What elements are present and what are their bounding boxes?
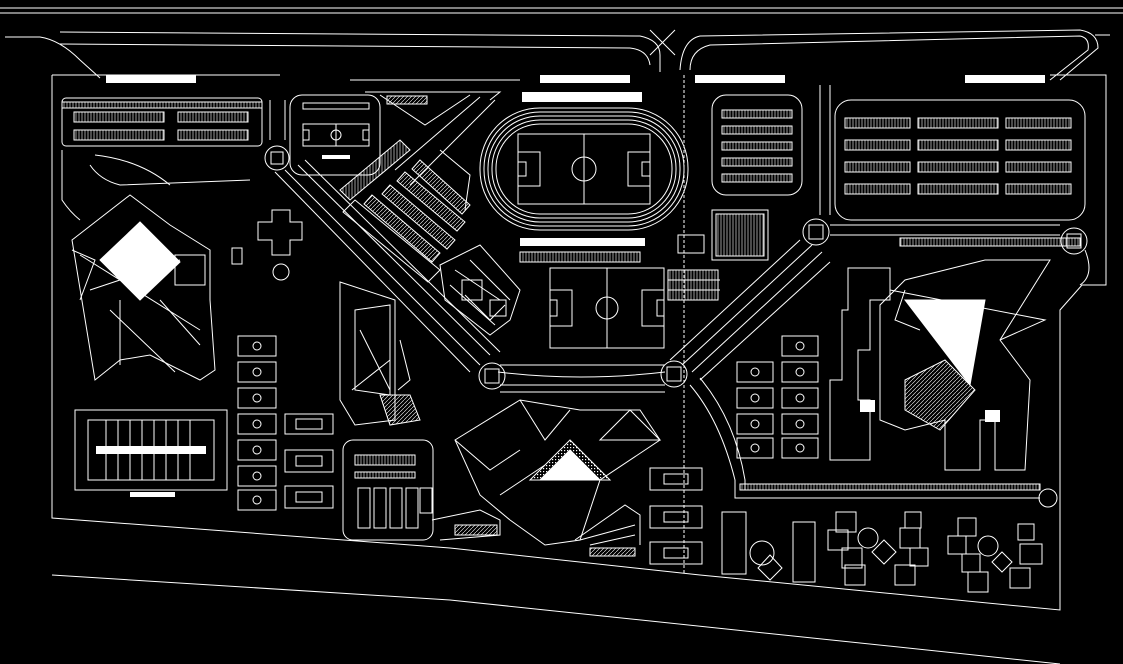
parking-diagonal-strips	[339, 95, 471, 283]
stadium-running-track	[479, 107, 689, 231]
sports-courts-left	[237, 335, 334, 511]
building-central-west	[339, 281, 421, 426]
football-field	[74, 409, 228, 491]
building-east	[829, 259, 1051, 471]
bleachers-center	[667, 209, 769, 301]
sports-courts-south	[649, 467, 703, 565]
parking-upper-left	[61, 97, 263, 221]
building-south-central	[454, 399, 662, 546]
building-central-north	[439, 244, 521, 336]
soccer-field-center	[519, 251, 665, 349]
building-cross-plan	[231, 209, 303, 281]
sports-courts-right	[736, 335, 819, 459]
diagonal-road-east	[497, 239, 1041, 499]
buildings-southeast	[721, 511, 1043, 593]
sidewalk-bars	[106, 75, 1045, 497]
small-soccer-field	[289, 94, 381, 176]
roundabouts	[264, 145, 1088, 508]
top-street	[0, 7, 1123, 81]
building-west	[71, 194, 216, 381]
parking-lower-center	[342, 439, 641, 557]
diagonal-road-west	[269, 79, 520, 373]
parking-upper-right	[711, 85, 1090, 286]
